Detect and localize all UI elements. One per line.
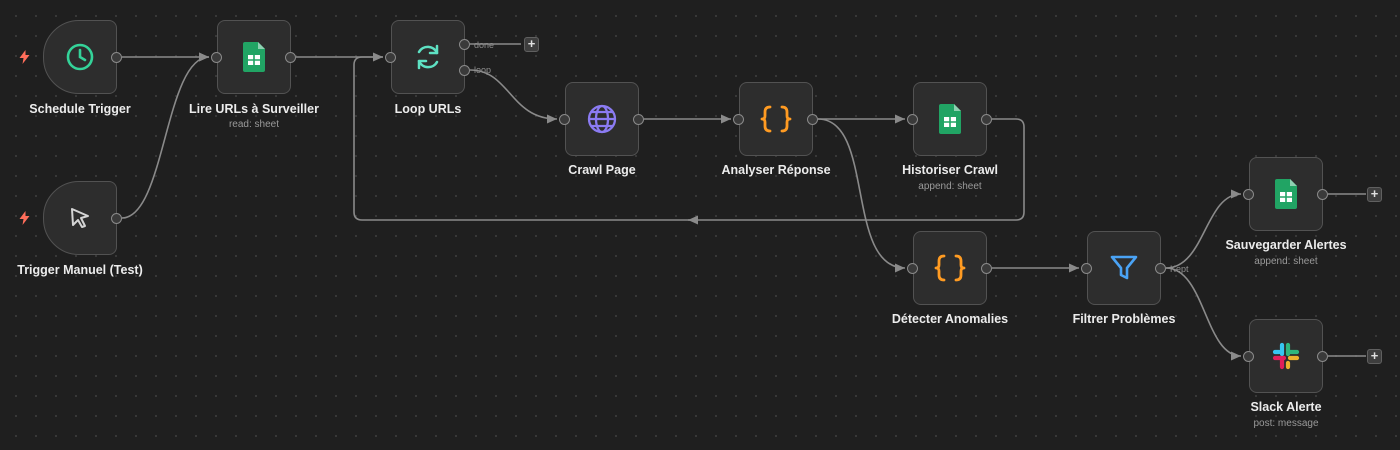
wire-filtrer-to-slack[interactable]	[1165, 267, 1242, 361]
node-analyser-reponse[interactable]	[739, 82, 813, 156]
output-port[interactable]	[111, 213, 122, 224]
output-port[interactable]	[1317, 189, 1328, 200]
node-manual-trigger[interactable]	[43, 181, 117, 255]
input-port[interactable]	[907, 114, 918, 125]
google-sheets-icon	[1269, 177, 1303, 211]
slack-icon	[1269, 339, 1303, 373]
output-label-done: done	[474, 40, 495, 50]
input-port[interactable]	[1243, 351, 1254, 362]
input-port[interactable]	[385, 52, 396, 63]
output-port[interactable]	[981, 114, 992, 125]
node-subtitle: read: sheet	[228, 119, 280, 130]
trigger-bolt-icon	[19, 50, 30, 64]
node-label: Analyser Réponse	[721, 163, 831, 177]
wire-analyser-to-detecter[interactable]	[817, 118, 906, 273]
node-label: Détecter Anomalies	[891, 312, 1009, 326]
output-port[interactable]	[633, 114, 644, 125]
trigger-bolt-icon	[19, 211, 30, 225]
add-node-button[interactable]: +	[524, 37, 539, 52]
clock-icon	[63, 40, 97, 74]
node-historiser-crawl[interactable]	[913, 82, 987, 156]
node-subtitle: append: sheet	[1254, 256, 1318, 267]
node-loop-urls[interactable]	[391, 20, 465, 94]
node-label: Trigger Manuel (Test)	[17, 263, 143, 277]
output-port[interactable]	[807, 114, 818, 125]
node-label: Schedule Trigger	[29, 102, 131, 116]
node-label: Historiser Crawl	[902, 163, 998, 177]
node-label: Filtrer Problèmes	[1072, 312, 1176, 326]
google-sheets-icon	[237, 40, 271, 74]
code-braces-icon	[759, 102, 793, 136]
node-sauvegarder-alertes[interactable]	[1249, 157, 1323, 231]
input-port[interactable]	[211, 52, 222, 63]
globe-icon	[585, 102, 619, 136]
output-port-kept[interactable]	[1155, 263, 1166, 274]
wire-loop-to-crawl[interactable]	[469, 69, 558, 124]
code-braces-icon	[933, 251, 967, 285]
input-port[interactable]	[1243, 189, 1254, 200]
output-port[interactable]	[1317, 351, 1328, 362]
node-subtitle: append: sheet	[918, 181, 982, 192]
add-node-button[interactable]: +	[1367, 187, 1382, 202]
node-crawl-page[interactable]	[565, 82, 639, 156]
input-port[interactable]	[559, 114, 570, 125]
node-filtrer-problemes[interactable]	[1087, 231, 1161, 305]
output-port[interactable]	[285, 52, 296, 63]
node-label: Slack Alerte	[1250, 400, 1322, 414]
filter-icon	[1107, 251, 1141, 285]
node-label: Lire URLs à Surveiller	[189, 102, 319, 116]
node-detecter-anomalies[interactable]	[913, 231, 987, 305]
node-schedule-trigger[interactable]	[43, 20, 117, 94]
output-port-done[interactable]	[459, 39, 470, 50]
output-port[interactable]	[981, 263, 992, 274]
input-port[interactable]	[733, 114, 744, 125]
loop-icon	[411, 40, 445, 74]
wire-filtrer-to-sauvegarder[interactable]	[1165, 189, 1242, 269]
add-node-button[interactable]: +	[1367, 349, 1382, 364]
node-label: Loop URLs	[394, 102, 462, 116]
node-label: Sauvegarder Alertes	[1225, 238, 1347, 252]
cursor-icon	[63, 201, 97, 235]
node-lire-urls[interactable]	[217, 20, 291, 94]
input-port[interactable]	[907, 263, 918, 274]
input-port[interactable]	[1081, 263, 1092, 274]
output-port-loop[interactable]	[459, 65, 470, 76]
node-subtitle: post: message	[1253, 418, 1319, 429]
google-sheets-icon	[933, 102, 967, 136]
node-label: Crawl Page	[568, 163, 636, 177]
output-label-kept: Kept	[1170, 264, 1189, 274]
node-slack-alerte[interactable]	[1249, 319, 1323, 393]
output-label-loop: loop	[474, 65, 492, 75]
wire-manual-to-lire[interactable]	[121, 52, 210, 219]
output-port[interactable]	[111, 52, 122, 63]
